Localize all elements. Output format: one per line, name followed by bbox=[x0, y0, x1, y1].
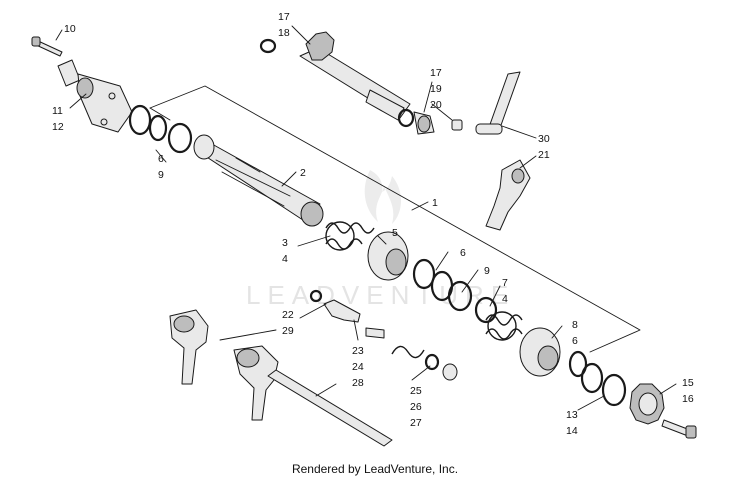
callout-11: 11 bbox=[52, 105, 63, 117]
callout-23: 23 bbox=[352, 345, 364, 357]
part-shift-drum-2 bbox=[193, 134, 324, 227]
callout-27: 27 bbox=[410, 417, 422, 429]
part-gear-15-16 bbox=[629, 383, 697, 439]
part-collar-5 bbox=[367, 231, 409, 281]
callout-9-mid: 9 bbox=[484, 265, 490, 277]
callout-4-right: 4 bbox=[502, 293, 508, 305]
watermark-flame-icon bbox=[364, 170, 401, 224]
part-bracket-11-12 bbox=[57, 59, 133, 133]
part-spring-4 bbox=[485, 311, 523, 341]
callout-4-left: 4 bbox=[282, 253, 288, 265]
callout-30: 30 bbox=[538, 133, 550, 145]
callout-9-left: 9 bbox=[158, 169, 164, 181]
callout-3: 3 bbox=[282, 237, 288, 249]
leadventure-watermark: LEADVENTURE bbox=[246, 170, 515, 310]
parts-17-19-20 bbox=[397, 108, 463, 135]
callout-1: 1 bbox=[432, 197, 438, 209]
leader-lines bbox=[55, 25, 677, 411]
watermark-text: LEADVENTURE bbox=[246, 280, 515, 310]
footer-credit: Rendered by LeadVenture, Inc. bbox=[291, 462, 459, 476]
part-fork-shaft-28 bbox=[267, 369, 393, 447]
callout-5: 5 bbox=[392, 227, 398, 239]
part-lever-21 bbox=[485, 159, 531, 231]
callout-8: 8 bbox=[572, 319, 578, 331]
part-collar-8 bbox=[519, 327, 561, 377]
part-shift-forks-29 bbox=[169, 309, 279, 421]
callout-20: 20 bbox=[430, 99, 442, 111]
part-arm-30 bbox=[475, 71, 521, 135]
callout-19: 19 bbox=[430, 83, 442, 95]
washers-6-9-left bbox=[128, 104, 193, 154]
part-spring-3-4 bbox=[325, 221, 375, 251]
callout-26: 26 bbox=[410, 401, 422, 413]
callout-16: 16 bbox=[682, 393, 694, 405]
part-shift-shaft-17-18 bbox=[259, 31, 411, 121]
parts-22-27 bbox=[309, 289, 458, 381]
callout-24: 24 bbox=[352, 361, 364, 373]
callout-6-right: 6 bbox=[572, 335, 578, 347]
rings-6-9-7 bbox=[412, 258, 498, 324]
callout-17-top: 17 bbox=[278, 11, 290, 23]
callout-29: 29 bbox=[282, 325, 294, 337]
callout-7: 7 bbox=[502, 277, 508, 289]
callout-10: 10 bbox=[64, 23, 76, 35]
callout-25: 25 bbox=[410, 385, 422, 397]
callout-6-left: 6 bbox=[158, 153, 164, 165]
callout-6-mid: 6 bbox=[460, 247, 466, 259]
callout-12: 12 bbox=[52, 121, 64, 133]
assembly-frame-lines bbox=[149, 85, 641, 353]
part-bolt-10 bbox=[31, 36, 63, 57]
callout-13: 13 bbox=[566, 409, 578, 421]
rings-6-13-14 bbox=[568, 350, 627, 407]
callout-21: 21 bbox=[538, 149, 550, 161]
callout-28: 28 bbox=[352, 377, 364, 389]
callout-14: 14 bbox=[566, 425, 578, 437]
callout-18: 18 bbox=[278, 27, 290, 39]
callout-15: 15 bbox=[682, 377, 694, 389]
callout-22: 22 bbox=[282, 309, 294, 321]
callout-numbers: 10 11 12 17 18 17 19 20 30 21 6 9 2 1 3 … bbox=[52, 11, 694, 437]
callout-17-mid: 17 bbox=[430, 67, 442, 79]
callout-2: 2 bbox=[300, 167, 306, 179]
